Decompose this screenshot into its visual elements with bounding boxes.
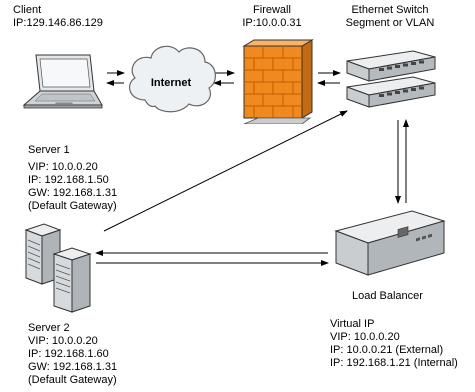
arrow-servers-to-switch — [103, 110, 348, 232]
load-balancer-icon — [334, 210, 446, 276]
server2-ip: IP: 192.168.1.60 — [28, 348, 109, 360]
server2-label: Server 2 VIP: 10.0.0.20 IP: 192.168.1.60… — [28, 322, 117, 387]
internet-label: Internet — [151, 77, 192, 89]
virtual-ip-internal: IP: 192.168.1.21 (Internal) — [330, 357, 458, 369]
client-label: Client IP:129.146.86.129 — [13, 4, 103, 30]
client-title: Client — [13, 4, 42, 16]
server1-gw: GW: 192.168.1.31 — [28, 187, 118, 199]
server-tower-icon — [24, 223, 92, 313]
switch-line2: Segment or VLAN — [345, 17, 435, 29]
switch-line1: Ethernet Switch — [351, 4, 429, 16]
server2-title: Server 2 — [28, 322, 70, 334]
firewall-label: Firewall IP:10.0.0.31 — [240, 4, 304, 30]
laptop-icon — [22, 54, 103, 109]
network-switch-icon — [346, 50, 436, 108]
loadbalancer-title: Load Balancer — [352, 290, 423, 302]
firewall-ip: IP:10.0.0.31 — [242, 17, 302, 29]
virtual-ip-external: IP: 10.0.0.21 (External) — [330, 344, 444, 356]
server1-ip: IP: 192.168.1.50 — [28, 174, 109, 186]
server2-vip: VIP: 10.0.0.20 — [28, 335, 98, 347]
server1-vip: VIP: 10.0.0.20 — [28, 161, 98, 173]
cloud-icon: Internet — [128, 45, 216, 113]
server1-label: Server 1 VIP: 10.0.0.20 IP: 192.168.1.50… — [28, 144, 117, 213]
server2-note: (Default Gateway) — [28, 374, 117, 386]
virtual-ip-heading: Virtual IP — [330, 318, 375, 330]
firewall-title: Firewall — [253, 4, 291, 16]
virtual-ip-vip: VIP: 10.0.0.20 — [330, 331, 400, 343]
switch-label: Ethernet Switch Segment or VLAN — [340, 4, 440, 30]
client-ip: IP:129.146.86.129 — [13, 17, 103, 29]
server1-note: (Default Gateway) — [28, 200, 117, 212]
virtual-ip-label: Virtual IP VIP: 10.0.0.20 IP: 10.0.0.21 … — [330, 318, 458, 370]
server1-title: Server 1 — [28, 144, 70, 156]
brick-wall-icon — [242, 39, 314, 124]
server2-gw: GW: 192.168.1.31 — [28, 361, 118, 373]
